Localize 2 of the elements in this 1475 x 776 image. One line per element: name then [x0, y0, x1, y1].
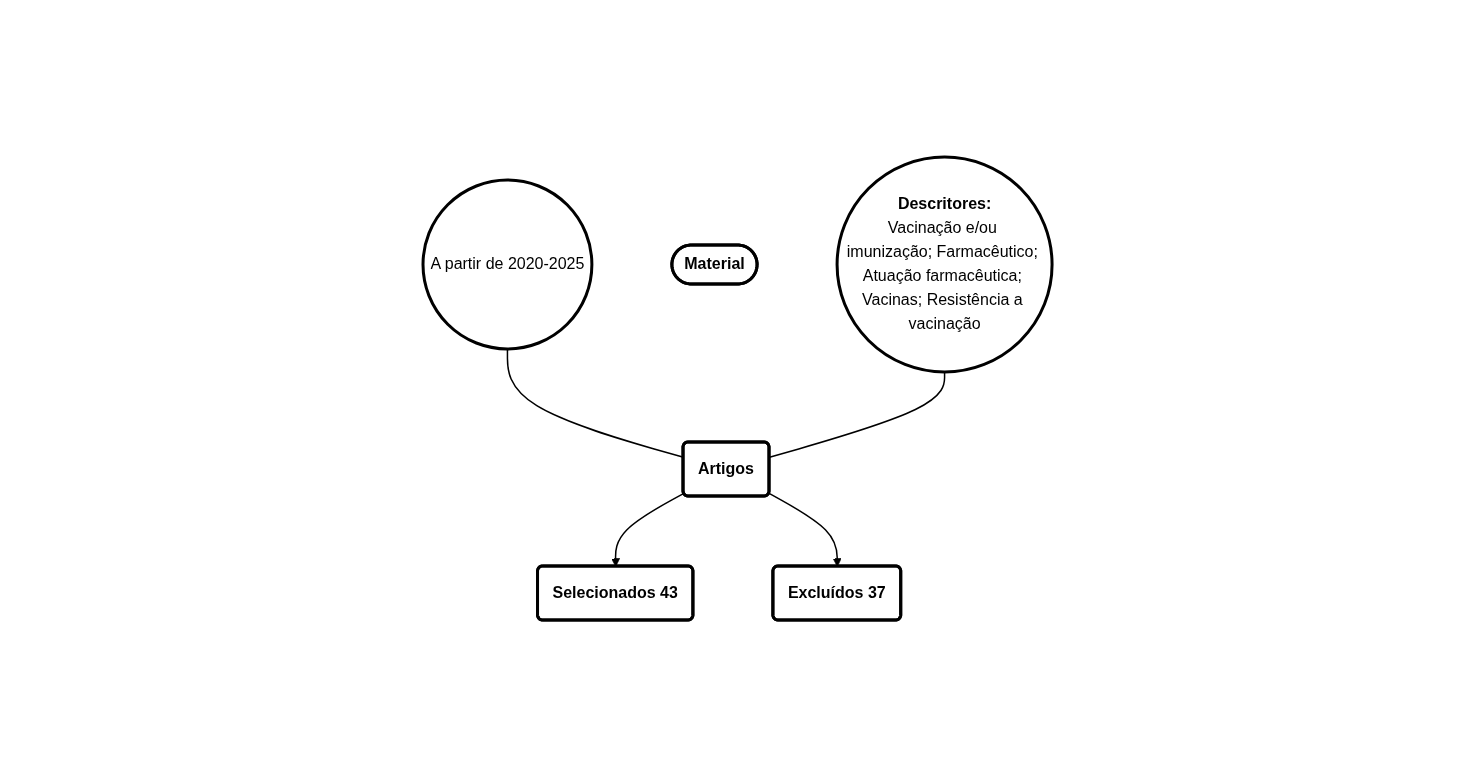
node-circle: Descritores: Vacinação e/ou imunização; Farmacêutico; Atuação farmacêutica; Vacinas; Resistência a vacinação: [835, 155, 1054, 373]
node-circle: A partir de 2020-2025: [421, 178, 594, 350]
